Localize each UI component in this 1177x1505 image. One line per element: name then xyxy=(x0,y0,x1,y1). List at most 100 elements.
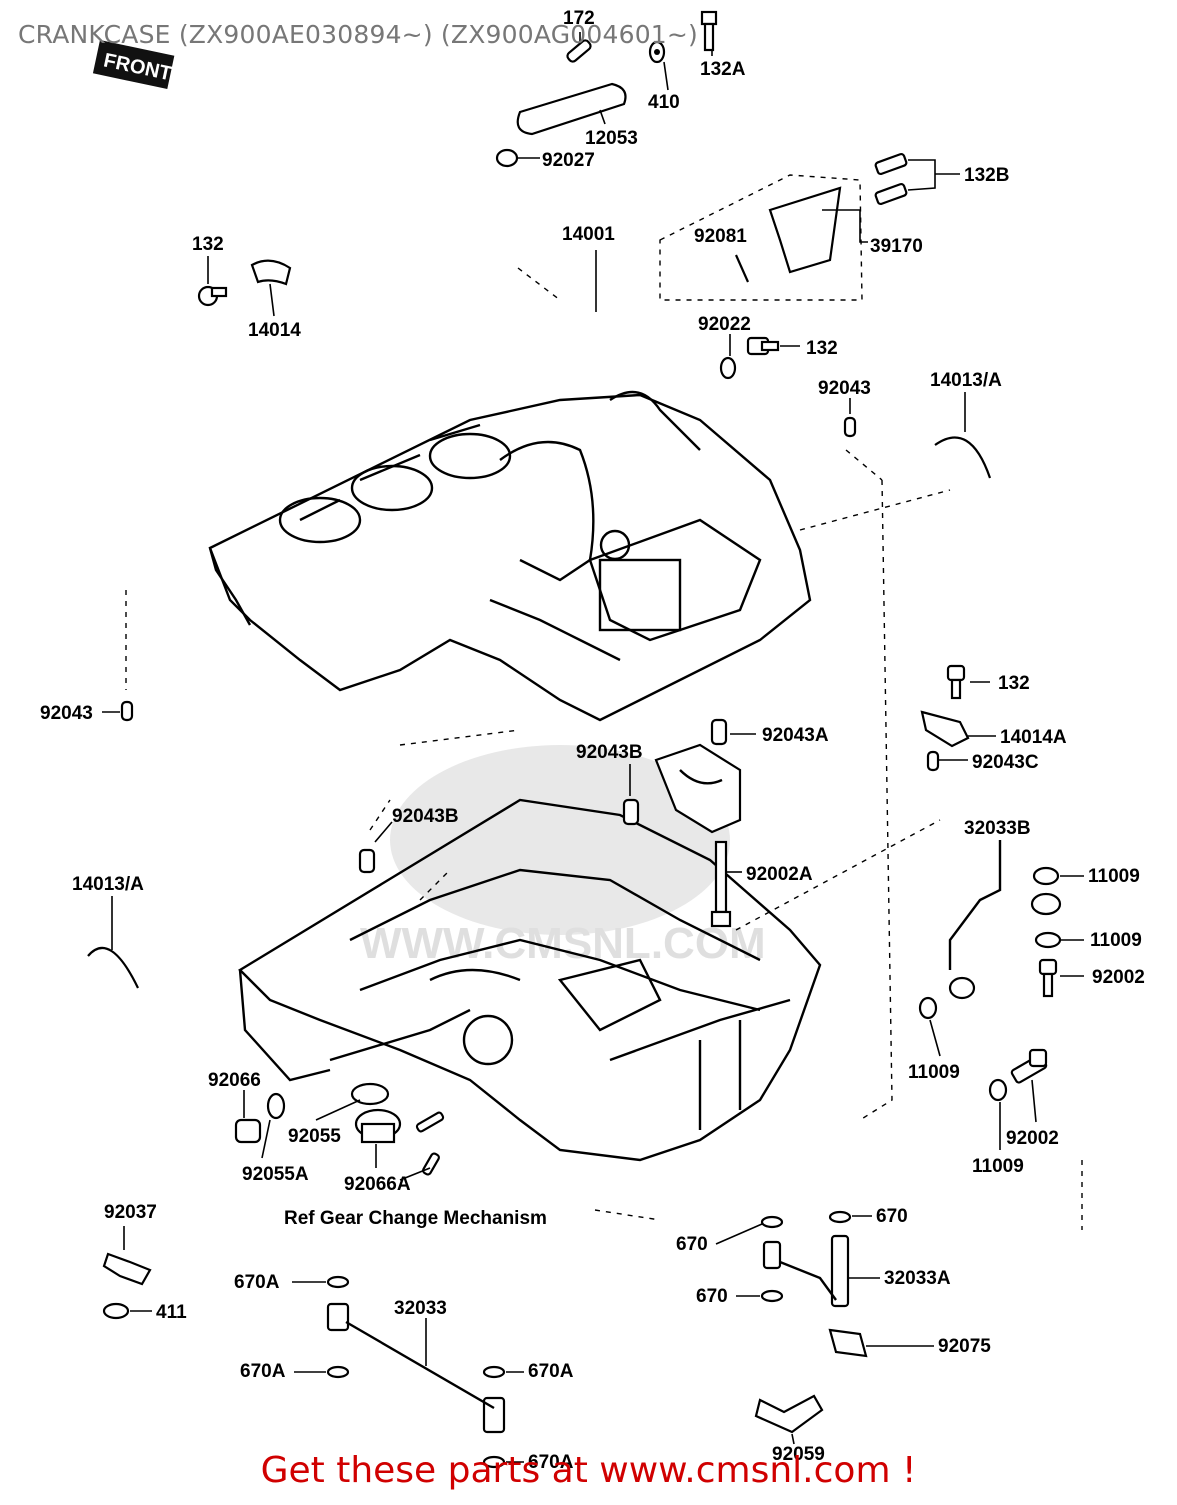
label-132-mid[interactable]: 132 xyxy=(806,338,838,359)
part-11009-washer-b[interactable] xyxy=(1034,931,1062,949)
part-92066-plug[interactable] xyxy=(234,1118,262,1144)
label-92055[interactable]: 92055 xyxy=(288,1126,341,1147)
part-670A-washer-c[interactable] xyxy=(482,1365,506,1379)
lower-crankcase[interactable] xyxy=(238,798,822,1162)
label-92043B-upper[interactable]: 92043B xyxy=(576,742,643,763)
label-92027[interactable]: 92027 xyxy=(542,150,595,171)
label-670-c[interactable]: 670 xyxy=(696,1286,728,1307)
label-92002-a[interactable]: 92002 xyxy=(1092,967,1145,988)
part-132-bolt-mid[interactable] xyxy=(746,336,780,356)
part-92043B-lower[interactable] xyxy=(358,848,376,874)
label-32033B[interactable]: 32033B xyxy=(964,818,1031,839)
part-11009-washer-d[interactable] xyxy=(988,1078,1008,1102)
label-670A-c[interactable]: 670A xyxy=(528,1361,574,1382)
part-92002-bolt-a[interactable] xyxy=(1038,958,1058,998)
part-670A-washer-b[interactable] xyxy=(326,1365,350,1379)
label-32033A[interactable]: 32033A xyxy=(884,1268,951,1289)
label-14013A-left[interactable]: 14013/A xyxy=(72,874,144,895)
label-32033[interactable]: 32033 xyxy=(394,1298,447,1319)
label-670A-b[interactable]: 670A xyxy=(240,1361,286,1382)
part-410-washer[interactable] xyxy=(648,40,666,64)
label-92043-left[interactable]: 92043 xyxy=(40,703,93,724)
part-14014-bracket[interactable] xyxy=(250,259,292,286)
part-132A-bolt[interactable] xyxy=(700,10,718,52)
label-92037[interactable]: 92037 xyxy=(104,1202,157,1223)
part-132B-bolts[interactable] xyxy=(874,152,908,206)
part-39170-assembly[interactable] xyxy=(659,174,863,301)
part-92022-washer[interactable] xyxy=(719,356,737,380)
part-670A-washer-d[interactable] xyxy=(482,1455,506,1469)
label-12053[interactable]: 12053 xyxy=(585,128,638,149)
label-92055A[interactable]: 92055A xyxy=(242,1164,309,1185)
label-39170[interactable]: 39170 xyxy=(870,236,923,257)
label-92043A[interactable]: 92043A xyxy=(762,725,829,746)
part-14014A-bracket[interactable] xyxy=(920,710,970,748)
label-14014A[interactable]: 14014A xyxy=(1000,727,1067,748)
part-92055A-washer[interactable] xyxy=(266,1092,286,1120)
part-411-washer[interactable] xyxy=(102,1302,130,1320)
label-92002-b[interactable]: 92002 xyxy=(1006,1128,1059,1149)
label-11009-c[interactable]: 11009 xyxy=(908,1062,960,1083)
label-132-top[interactable]: 132 xyxy=(192,234,224,255)
part-92055-plug[interactable] xyxy=(354,1108,402,1144)
part-92043B-upper[interactable] xyxy=(622,798,640,826)
reference-note[interactable]: Ref Gear Change Mechanism xyxy=(284,1208,547,1229)
part-92027[interactable] xyxy=(495,148,519,168)
label-411[interactable]: 411 xyxy=(156,1302,187,1323)
part-11009-washer-a[interactable] xyxy=(1032,866,1060,886)
part-172-pin[interactable] xyxy=(566,39,592,63)
label-92043C[interactable]: 92043C xyxy=(972,752,1039,773)
label-92081[interactable]: 92081 xyxy=(694,226,747,247)
label-11009-b[interactable]: 11009 xyxy=(1090,930,1142,951)
label-11009-d[interactable]: 11009 xyxy=(972,1156,1024,1177)
label-172[interactable]: 172 xyxy=(563,8,595,29)
part-132-bolt-right[interactable] xyxy=(946,664,966,700)
part-32033-pipe[interactable] xyxy=(326,1302,506,1434)
label-132B[interactable]: 132B xyxy=(964,165,1009,186)
label-92002A[interactable]: 92002A xyxy=(746,864,813,885)
part-670-washer-c[interactable] xyxy=(760,1289,784,1303)
label-14014[interactable]: 14014 xyxy=(248,320,301,341)
part-92066A-pin[interactable] xyxy=(415,1111,445,1176)
upper-crankcase[interactable] xyxy=(208,390,812,722)
part-92002A-bolt[interactable] xyxy=(710,840,732,928)
label-132-right[interactable]: 132 xyxy=(998,673,1030,694)
label-670-a[interactable]: 670 xyxy=(676,1234,708,1255)
part-670-washer-b[interactable] xyxy=(828,1210,852,1224)
part-92037-fitting[interactable] xyxy=(102,1252,152,1286)
part-32033A-pipe[interactable] xyxy=(762,1234,850,1308)
label-92059[interactable]: 92059 xyxy=(772,1444,825,1465)
label-92075[interactable]: 92075 xyxy=(938,1336,991,1357)
part-132-bolt-left[interactable] xyxy=(197,285,228,307)
label-92043B-lower[interactable]: 92043B xyxy=(392,806,459,827)
part-92043-top[interactable] xyxy=(843,416,857,438)
label-92066[interactable]: 92066 xyxy=(208,1070,261,1091)
part-11009-washer-c[interactable] xyxy=(918,996,938,1020)
part-32033B-pipe[interactable] xyxy=(948,840,1062,1000)
part-92043C[interactable] xyxy=(926,750,940,772)
label-670-b[interactable]: 670 xyxy=(876,1206,908,1227)
label-92066A[interactable]: 92066A xyxy=(344,1174,411,1195)
label-670A-a[interactable]: 670A xyxy=(234,1272,280,1293)
label-132A[interactable]: 132A xyxy=(700,59,746,80)
part-92043-left[interactable] xyxy=(120,700,134,722)
label-14001[interactable]: 14001 xyxy=(562,224,615,245)
part-92075-clip[interactable] xyxy=(828,1328,868,1358)
footer-link[interactable]: Get these parts at www.cmsnl.com ! xyxy=(260,1450,917,1491)
label-14013A-top[interactable]: 14013/A xyxy=(930,370,1002,391)
part-92059-elbow[interactable] xyxy=(754,1394,824,1434)
part-14013A-left[interactable] xyxy=(87,946,139,989)
part-670-washer-a[interactable] xyxy=(760,1215,784,1229)
part-92002-bolt-b[interactable] xyxy=(1010,1048,1048,1084)
part-12053-guide[interactable] xyxy=(516,82,627,136)
label-92043-top[interactable]: 92043 xyxy=(818,378,871,399)
label-11009-a[interactable]: 11009 xyxy=(1088,866,1140,887)
label-92022[interactable]: 92022 xyxy=(698,314,751,335)
part-14013A-top[interactable] xyxy=(934,436,992,479)
part-bearing-cap[interactable] xyxy=(654,743,742,834)
label-410[interactable]: 410 xyxy=(648,92,680,113)
part-670A-washer-a[interactable] xyxy=(326,1275,350,1289)
part-92043A[interactable] xyxy=(710,718,728,746)
part-92055-washer[interactable] xyxy=(350,1082,390,1106)
label-670A-d[interactable]: 670A xyxy=(528,1452,574,1473)
